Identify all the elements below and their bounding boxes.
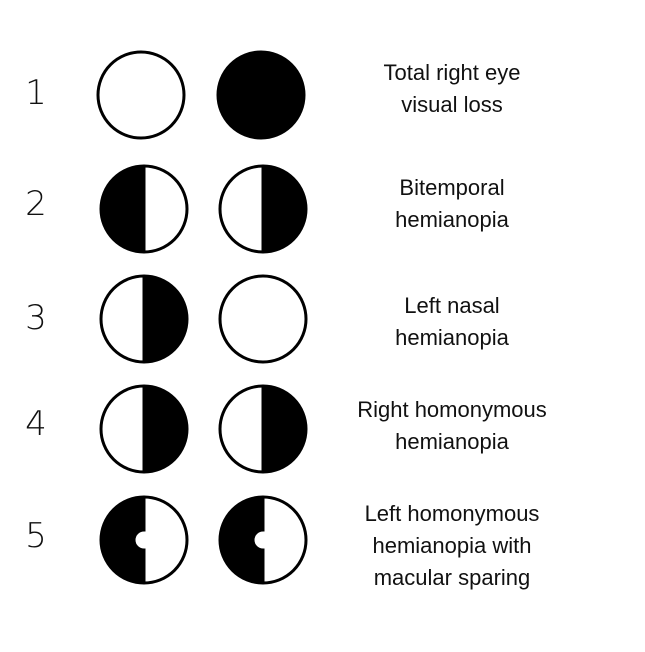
right-eye-midline [251, 497, 265, 583]
right-eye-field-outline [218, 274, 308, 364]
left-eye-left-half-blackout-with-macular-sparing [101, 497, 144, 583]
left-eye-field [99, 384, 189, 474]
right-eye-field [218, 164, 308, 254]
right-eye-right-half-blackout [263, 386, 306, 472]
caption-line: macular sparing [373, 565, 531, 590]
defect-caption: Right homonymous hemianopia [322, 394, 582, 458]
defect-caption: Bitemporal hemianopia [322, 172, 582, 236]
caption-line: Total right eye [383, 60, 521, 85]
left-eye-field [99, 274, 189, 364]
left-eye-midline [132, 497, 146, 583]
diagram-row-4: 4 Right homonymous hemianopia [0, 380, 645, 480]
left-eye-temporal-half-blackout [101, 166, 144, 252]
caption-line: hemianopia with [372, 533, 532, 558]
right-eye-field [218, 495, 308, 585]
left-eye-field [99, 495, 189, 585]
row-number: 3 [25, 298, 47, 338]
defect-caption: Left homonymous hemianopia with macular … [322, 498, 582, 594]
right-eye-field-blackout [216, 50, 306, 140]
caption-line: visual loss [401, 92, 503, 117]
caption-line: Right homonymous [357, 397, 547, 422]
left-eye-right-half-blackout [144, 386, 187, 472]
right-eye-left-half-blackout-with-macular-sparing [220, 497, 263, 583]
left-eye-nasal-half-blackout [144, 276, 187, 362]
diagram-row-3: 3 Left nasal hemianopia [0, 270, 645, 370]
left-eye-field [96, 50, 186, 140]
row-number: 5 [25, 516, 47, 556]
defect-caption: Total right eye visual loss [322, 57, 582, 121]
right-eye-field [218, 274, 308, 364]
left-eye-field-outline [96, 50, 186, 140]
caption-line: Bitemporal [399, 175, 505, 200]
caption-line: Left nasal [404, 293, 500, 318]
row-number: 2 [25, 184, 47, 224]
right-eye-field [216, 50, 306, 140]
right-eye-field [218, 384, 308, 474]
diagram-row-1: 1 Total right eye visual loss [0, 45, 645, 145]
defect-caption: Left nasal hemianopia [322, 290, 582, 354]
diagram-row-5: 5 Left homonymous hemianopia with macula… [0, 490, 645, 590]
diagram-row-2: 2 Bitemporal hemianopia [0, 160, 645, 260]
row-number: 1 [25, 73, 47, 113]
caption-line: Left homonymous [364, 501, 540, 526]
caption-line: hemianopia [395, 429, 509, 454]
caption-line: hemianopia [395, 325, 509, 350]
caption-line: hemianopia [395, 207, 509, 232]
row-number: 4 [25, 404, 47, 444]
right-eye-temporal-half-blackout [263, 166, 306, 252]
left-eye-field [99, 164, 189, 254]
